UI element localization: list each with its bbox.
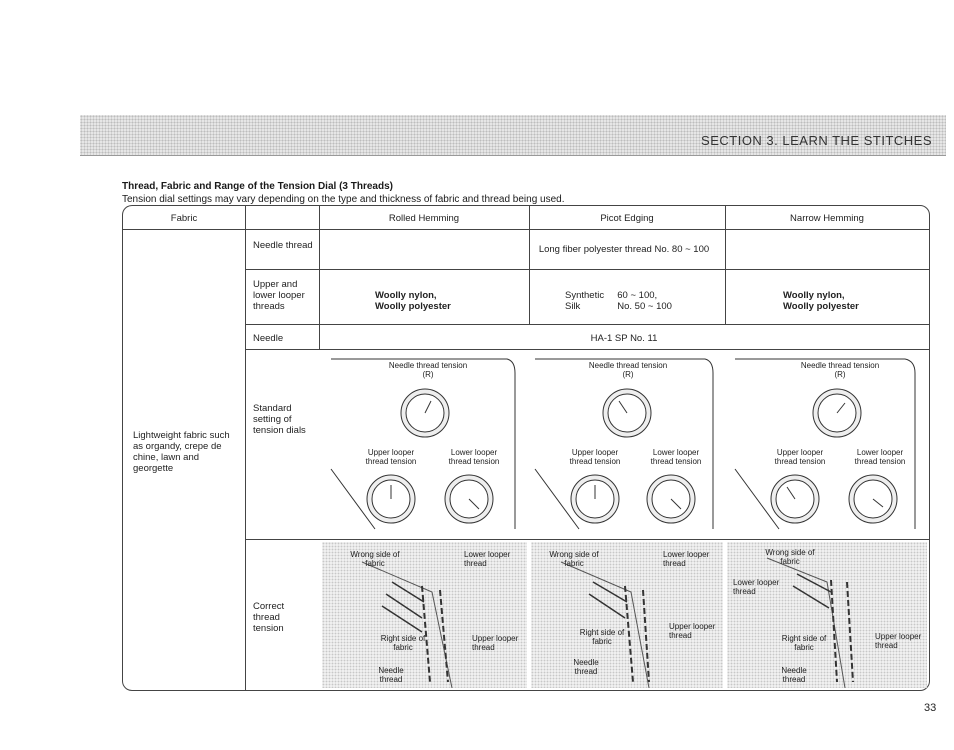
row-label-needle: Needle xyxy=(253,333,284,344)
needle-tension-label: Needle thread tension (R) xyxy=(800,361,880,379)
table-subheading: Tension dial settings may vary depending… xyxy=(122,194,565,205)
upper-tension-label: Upper looper thread tension xyxy=(569,448,621,466)
dial-icon xyxy=(848,474,898,524)
lower-tension-label: Lower looper thread tension xyxy=(854,448,906,466)
stitch-drawing xyxy=(766,557,854,688)
dial-set-narrow xyxy=(734,358,916,530)
looper-rolled-value: Woolly nylon, Woolly polyester xyxy=(375,290,451,312)
lower-looper-label: Lower looper thread xyxy=(733,578,780,596)
row-divider xyxy=(245,324,929,325)
lower-looper-label: Lower looper thread xyxy=(663,550,710,568)
tension-table: Fabric Rolled Hemming Picot Edging Narro… xyxy=(122,205,930,691)
row-divider xyxy=(245,269,929,270)
col-header-narrow-hemming: Narrow Hemming xyxy=(790,213,864,224)
upper-tension-label: Upper looper thread tension xyxy=(365,448,417,466)
stitch-diagram-picot: Wrong side of fabric Lower looper thread… xyxy=(531,542,723,688)
banner-divider xyxy=(80,155,946,156)
stitch-drawing xyxy=(361,561,453,688)
wrong-side-label: Wrong side of fabric xyxy=(350,550,400,568)
right-side-label: Right side of fabric xyxy=(380,634,426,652)
wrong-side-label: Wrong side of fabric xyxy=(549,550,599,568)
dial-icon xyxy=(400,388,450,438)
stitch-diagram-rolled: Wrong side of fabric Lower looper thread… xyxy=(322,542,527,688)
lower-tension-label: Lower looper thread tension xyxy=(448,448,500,466)
fabric-description: Lightweight fabric such as organdy, crep… xyxy=(133,430,230,474)
dial-icon xyxy=(812,388,862,438)
looper-narrow-value: Woolly nylon, Woolly polyester xyxy=(783,290,859,312)
dial-icon xyxy=(444,474,494,524)
col-divider xyxy=(319,206,320,349)
row-divider xyxy=(245,539,929,540)
col-header-fabric: Fabric xyxy=(170,213,198,224)
needle-tension-label: Needle thread tension (R) xyxy=(388,361,468,379)
lower-tension-label: Lower looper thread tension xyxy=(650,448,702,466)
lower-looper-label: Lower looper thread xyxy=(464,550,511,568)
col-header-picot-edging: Picot Edging xyxy=(600,213,654,224)
dial-set-picot xyxy=(534,358,714,530)
stitch-diagram-narrow: Wrong side of fabric Lower looper thread… xyxy=(727,542,927,688)
needle-thread-label: Needle thread xyxy=(573,658,599,676)
needle-thread-label: Needle thread xyxy=(378,666,404,684)
col-divider xyxy=(529,206,530,269)
wrong-side-label: Wrong side of fabric xyxy=(765,548,815,566)
header-divider xyxy=(123,229,929,230)
upper-looper-label: Upper looper thread xyxy=(472,634,519,652)
needle-thread-label: Needle thread xyxy=(781,666,807,684)
col-divider xyxy=(245,206,246,690)
dial-icon xyxy=(646,474,696,524)
page-number: 33 xyxy=(924,702,937,714)
dial-set-rolled xyxy=(330,358,516,530)
row-label-correct-tension: Correct thread tension xyxy=(253,601,285,634)
col-divider xyxy=(725,206,726,324)
col-divider xyxy=(529,269,530,324)
row-label-dials: Standard setting of tension dials xyxy=(253,403,306,436)
needle-value: HA-1 SP No. 11 xyxy=(590,333,658,344)
dial-icon xyxy=(366,474,416,524)
upper-looper-label: Upper looper thread xyxy=(875,632,922,650)
section-title: SECTION 3. LEARN THE STITCHES xyxy=(701,133,932,148)
dial-icon xyxy=(770,474,820,524)
upper-tension-label: Upper looper thread tension xyxy=(774,448,826,466)
dial-icon xyxy=(570,474,620,524)
row-divider xyxy=(245,349,929,350)
row-label-needle-thread: Needle thread xyxy=(253,240,313,251)
needle-tension-label: Needle thread tension (R) xyxy=(588,361,668,379)
table-heading: Thread, Fabric and Range of the Tension … xyxy=(122,181,393,192)
col-header-rolled-hemming: Rolled Hemming xyxy=(388,213,460,224)
stitch-drawing xyxy=(560,561,650,688)
needle-thread-value: Long fiber polyester thread No. 80 ~ 100 xyxy=(538,244,710,255)
right-side-label: Right side of fabric xyxy=(579,628,625,646)
dial-icon xyxy=(602,388,652,438)
upper-looper-label: Upper looper thread xyxy=(669,622,716,640)
right-side-label: Right side of fabric xyxy=(781,634,827,652)
section-banner: SECTION 3. LEARN THE STITCHES xyxy=(80,115,946,155)
looper-picot-line2: Silk No. 50 ~ 100 xyxy=(565,301,672,312)
row-label-looper-threads: Upper and lower looper threads xyxy=(253,279,305,312)
looper-picot-line1: Synthetic 60 ~ 100, xyxy=(565,290,658,301)
